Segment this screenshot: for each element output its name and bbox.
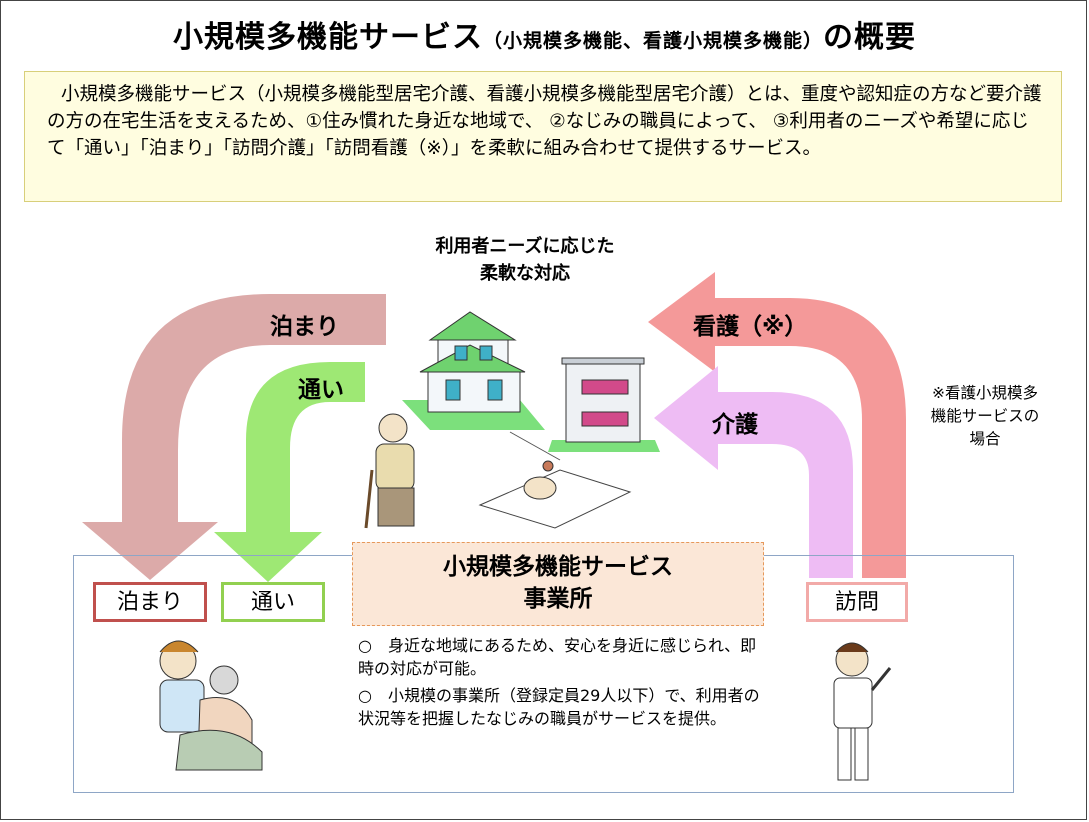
nursing-arrow-label: 看護（※） bbox=[693, 314, 808, 340]
nursing-arrow bbox=[648, 272, 906, 578]
office-points: ○ 身近な地域にあるため、安心を身近に感じられ、即時の対応が可能。 ○ 小規模の… bbox=[358, 634, 768, 734]
title-sub: （小規模多機能、看護小規模多機能） bbox=[482, 30, 823, 52]
care-arrow bbox=[654, 366, 853, 578]
office-title-box: 小規模多機能サービス 事業所 bbox=[352, 542, 764, 626]
care-arrow-label: 介護 bbox=[712, 412, 758, 438]
elderly-man-illustration bbox=[364, 413, 415, 529]
bed-patient-illustration bbox=[478, 431, 632, 529]
stay-arrow bbox=[82, 294, 386, 580]
needs-line-2: 柔軟な対応 bbox=[480, 263, 570, 284]
office-point-1: ○ 身近な地域にあるため、安心を身近に感じられ、即時の対応が可能。 bbox=[358, 636, 757, 678]
facility-illustration bbox=[548, 357, 660, 452]
needs-line-1: 利用者ニーズに応じた bbox=[435, 236, 615, 257]
nurse-illustration bbox=[833, 642, 892, 781]
caregiver-illustration bbox=[159, 640, 263, 771]
stay-label: 泊まり bbox=[93, 582, 207, 622]
office-title-line-2: 事業所 bbox=[523, 586, 593, 612]
needs-heading: 利用者ニーズに応じた 柔軟な対応 bbox=[385, 233, 665, 287]
visit-label: 通い bbox=[221, 582, 325, 622]
house-illustration bbox=[402, 311, 545, 430]
title-tail: の概要 bbox=[823, 20, 916, 55]
nursing-note: ※看護小規模多機能サービスの場合 bbox=[930, 384, 1040, 448]
home-visit-label: 訪問 bbox=[806, 582, 908, 622]
intro-box: 小規模多機能サービス（小規模多機能型居宅介護、看護小規模多機能型居宅介護）とは、… bbox=[24, 71, 1062, 202]
title-main: 小規模多機能サービス bbox=[172, 20, 483, 55]
visit-arrow bbox=[214, 362, 365, 582]
visit-arrow-label: 通い bbox=[298, 377, 344, 403]
page-title: 小規模多機能サービス（小規模多機能、看護小規模多機能）の概要 bbox=[0, 12, 1089, 56]
stay-arrow-label: 泊まり bbox=[270, 314, 339, 340]
office-title-line-1: 小規模多機能サービス bbox=[443, 554, 673, 580]
office-point-2: ○ 小規模の事業所（登録定員29人以下）で、利用者の状況等を把握したなじみの職員… bbox=[358, 686, 760, 728]
